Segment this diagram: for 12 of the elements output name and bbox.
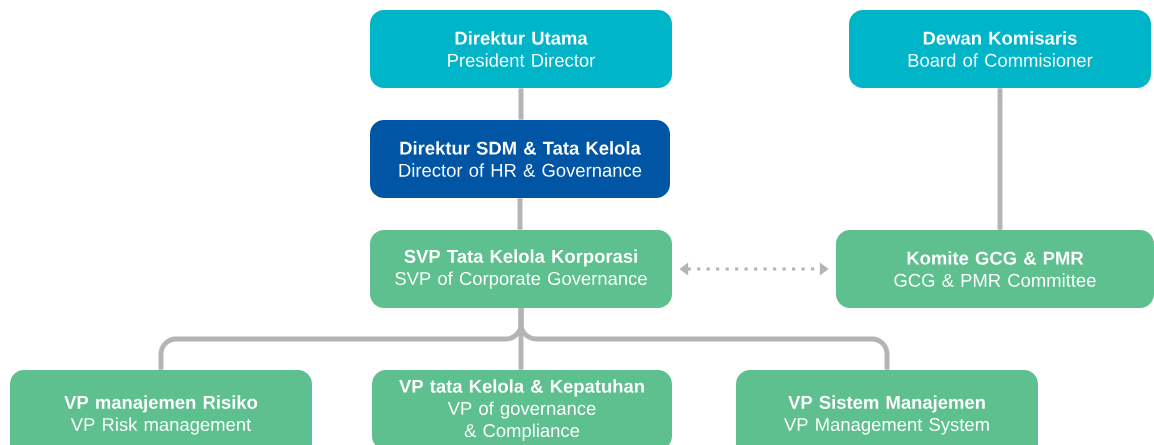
connector-line <box>518 308 890 370</box>
org-box: VP tata Kelola & Kepatuhan VP of governance & Compliance <box>372 370 672 445</box>
org-box: VP Sistem Manajemen VP Management System <box>736 370 1038 445</box>
org-box: Komite GCG & PMR GCG & PMR Committee <box>836 230 1154 308</box>
connector-line <box>518 88 524 120</box>
org-box: SVP Tata Kelola Korporasi SVP of Corporate Governance <box>370 230 672 308</box>
connector-line <box>517 198 523 230</box>
org-box: Dewan Komisaris Board of Commisioner <box>849 10 1151 88</box>
org-box: VP manajemen Risiko VP Risk management <box>10 370 312 445</box>
org-box: Direktur SDM & Tata Kelola Director of HR & Governance <box>370 120 670 198</box>
connector-line <box>997 88 1003 230</box>
org-box: Direktur Utama President Director <box>370 10 672 88</box>
